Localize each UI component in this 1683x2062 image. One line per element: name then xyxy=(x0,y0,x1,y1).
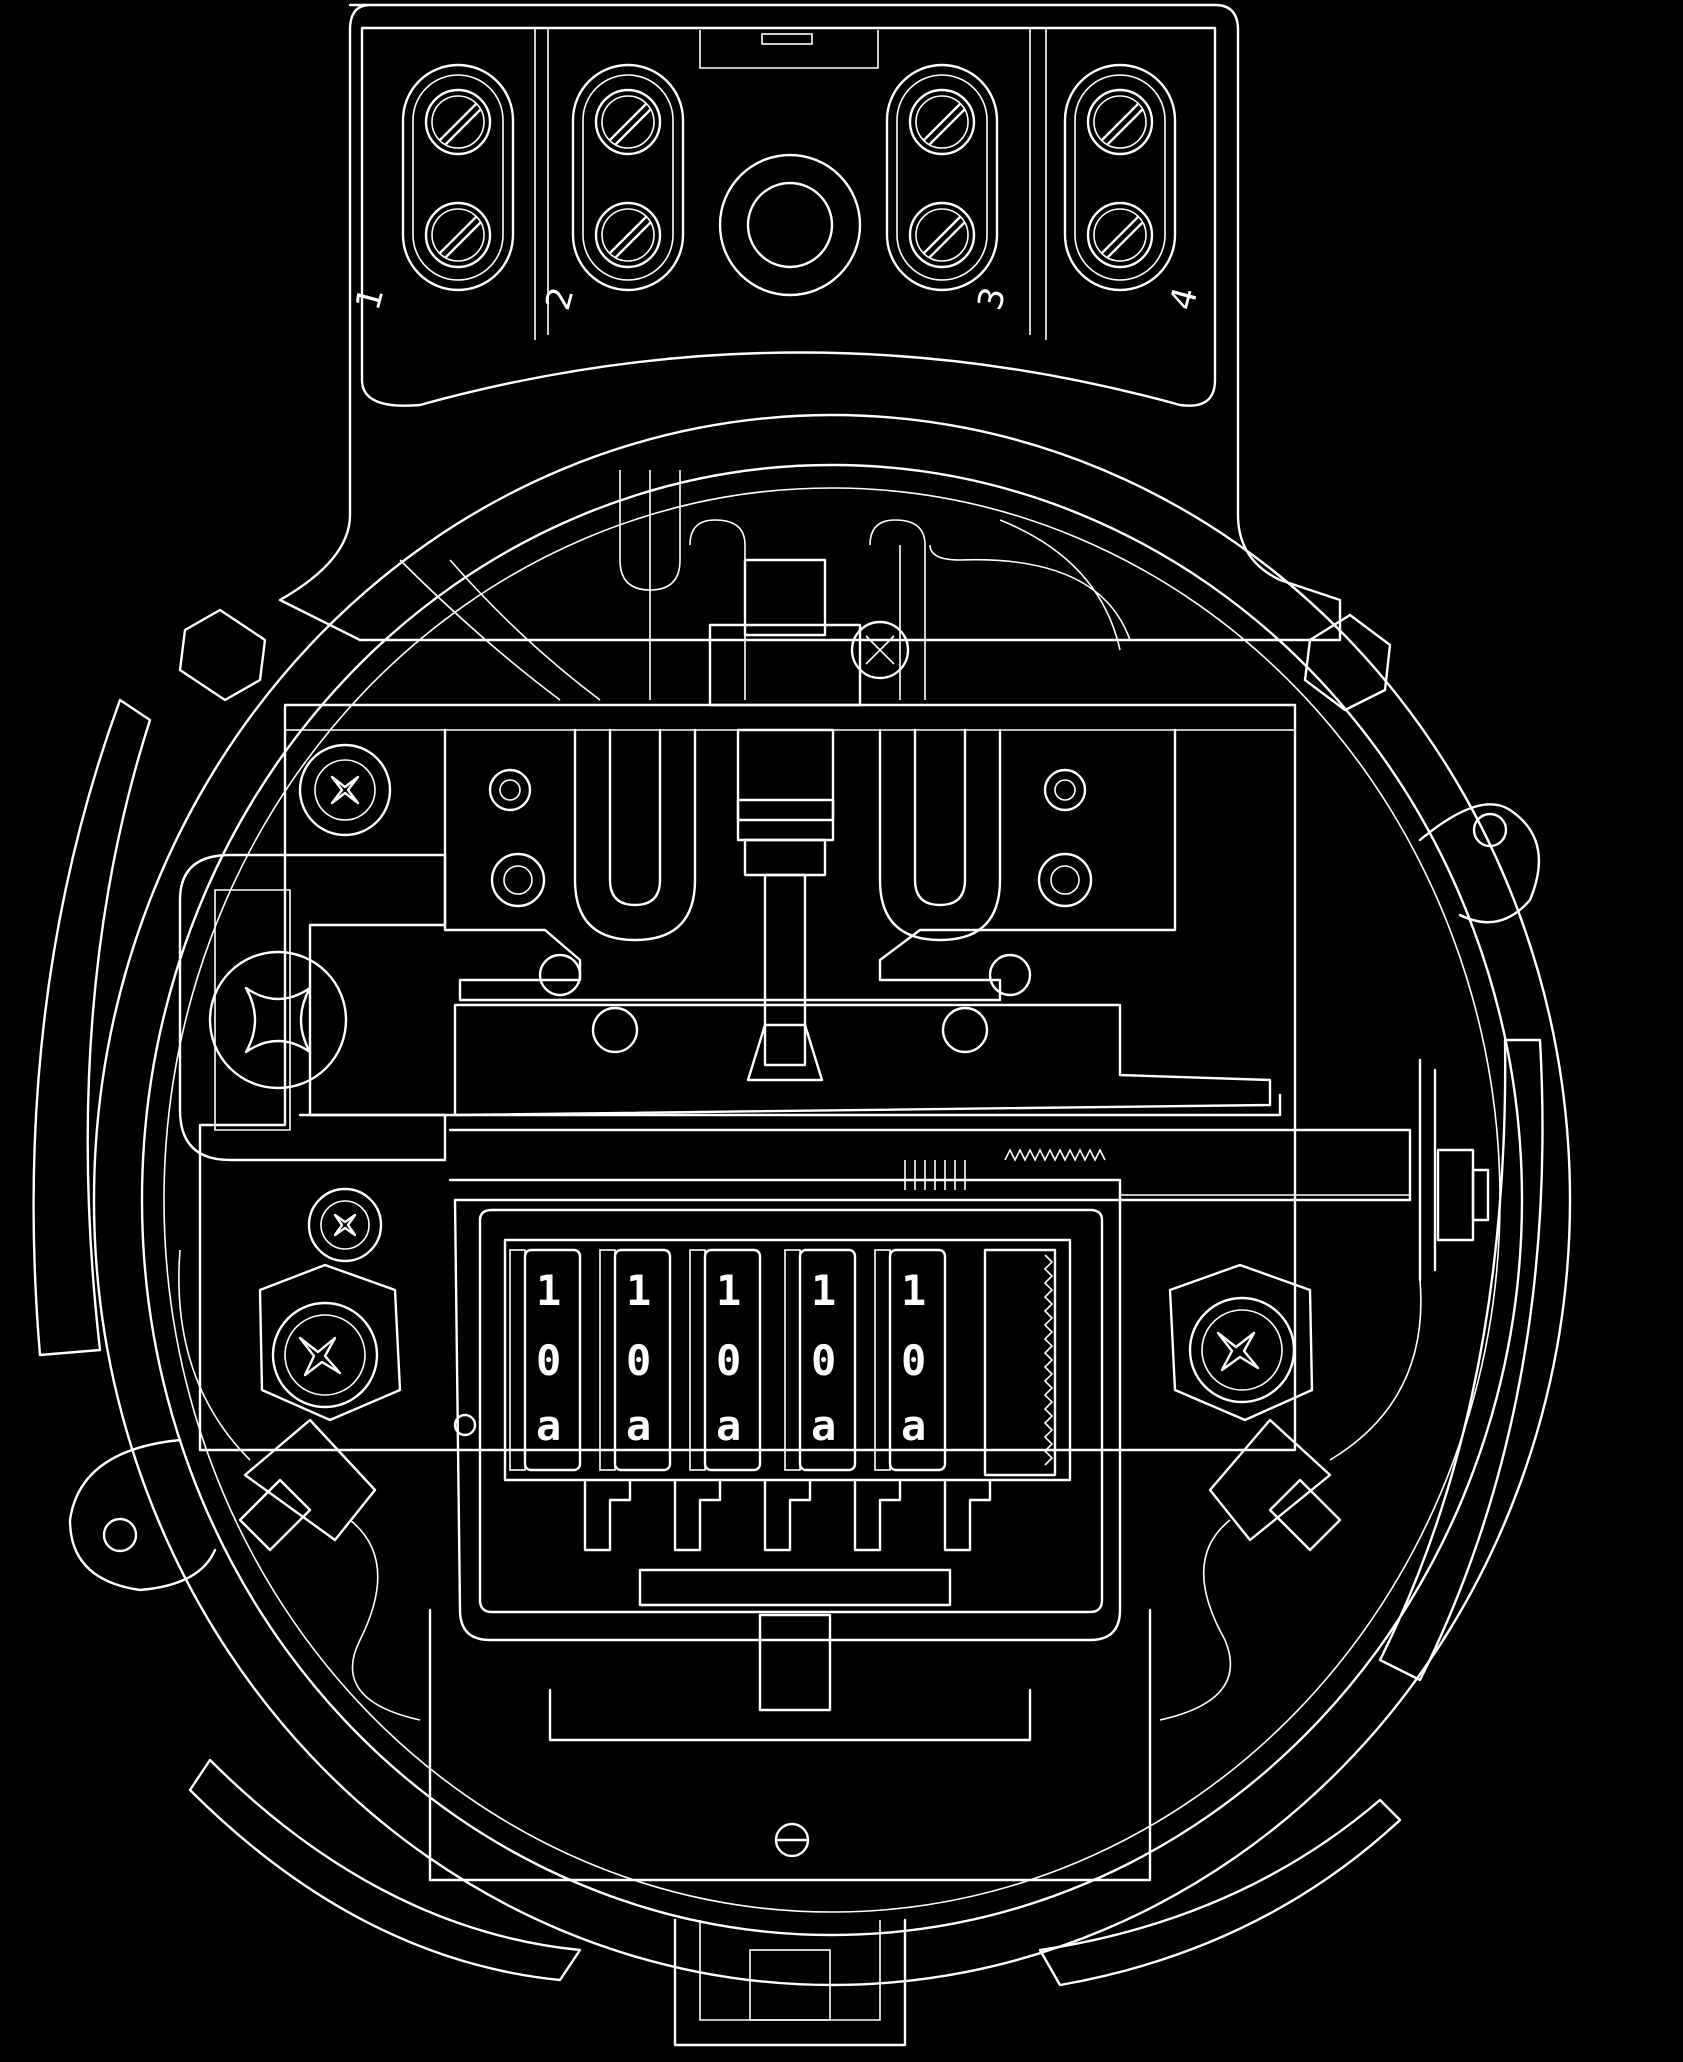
register-digit-5-bottom: a xyxy=(901,1401,926,1450)
register-digit-2-mid: 0 xyxy=(626,1336,651,1385)
meter-housing xyxy=(32,413,1572,2047)
register-digit-1-mid: 0 xyxy=(536,1336,561,1385)
register-window: 1 0 a 1 0 a 1 0 a 1 0 a 1 xyxy=(453,1198,1122,1642)
register-dial-5: 1 0 a xyxy=(874,1248,947,1472)
terminal-block: 1 2 3 4 xyxy=(278,3,1342,642)
register-digit-1-bottom: a xyxy=(536,1401,561,1450)
terminal-screw-4a xyxy=(1086,88,1154,156)
register-digit-5-top: 1 xyxy=(901,1266,926,1315)
terminal-label-3: 3 xyxy=(970,283,1014,314)
register-digit-3-top: 1 xyxy=(716,1266,741,1315)
terminal-label-1: 1 xyxy=(348,283,392,314)
register-dial-3: 1 0 a xyxy=(689,1248,762,1472)
register-digit-5-mid: 0 xyxy=(901,1336,926,1385)
terminal-screw-1a xyxy=(424,88,492,156)
register-digit-4-bottom: a xyxy=(811,1401,836,1450)
terminal-screw-4b xyxy=(1086,201,1154,269)
terminal-screw-3b xyxy=(908,201,976,269)
register-digit-2-top: 1 xyxy=(626,1266,651,1315)
register-digit-4-mid: 0 xyxy=(811,1336,836,1385)
register-dial-1: 1 0 a xyxy=(509,1248,582,1472)
terminal-screw-3a xyxy=(908,88,976,156)
mechanism xyxy=(178,470,1490,1882)
register-digit-1-top: 1 xyxy=(536,1266,561,1315)
register-digit-4-top: 1 xyxy=(811,1266,836,1315)
register-digit-2-bottom: a xyxy=(626,1401,651,1450)
terminal-screw-2a xyxy=(594,88,662,156)
terminal-label-4: 4 xyxy=(1162,283,1206,314)
terminal-screw-1b xyxy=(424,201,492,269)
register-dial-2: 1 0 a xyxy=(599,1248,672,1472)
register-digit-3-bottom: a xyxy=(716,1401,741,1450)
register-dial-4: 1 0 a xyxy=(784,1248,857,1472)
terminal-label-2: 2 xyxy=(538,283,582,314)
register-digit-3-mid: 0 xyxy=(716,1336,741,1385)
terminal-screw-2b xyxy=(594,201,662,269)
